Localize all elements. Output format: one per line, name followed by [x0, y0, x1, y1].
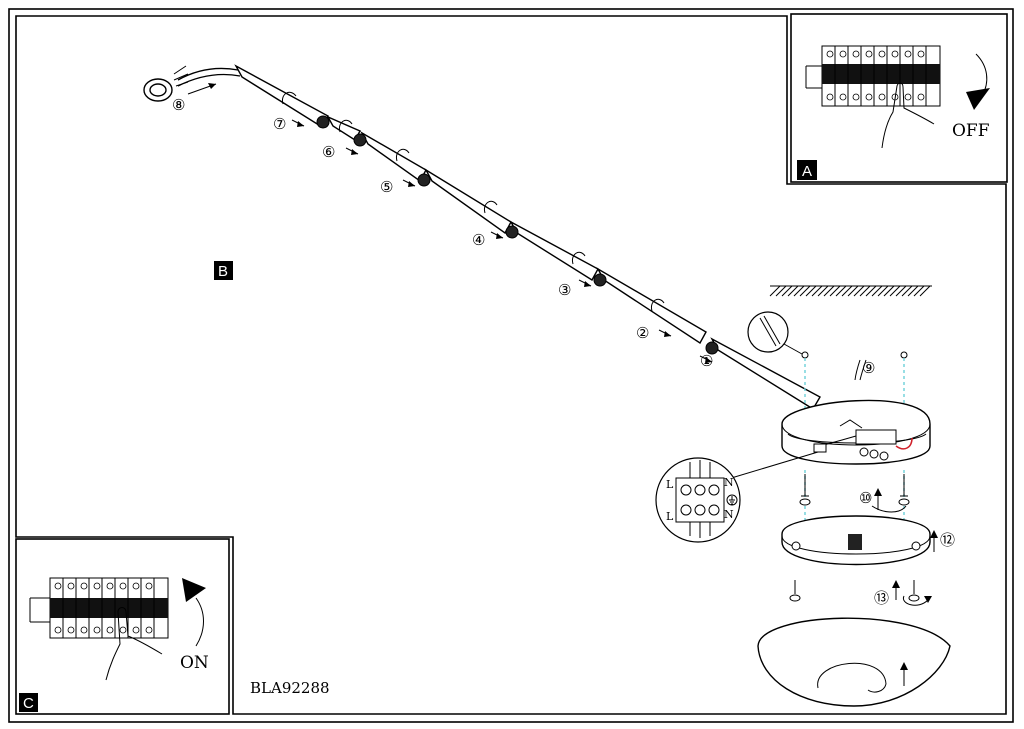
- frames: [8, 8, 1014, 723]
- step-label-4: ④: [472, 231, 485, 249]
- terminal-callout: L L N N: [655, 451, 819, 543]
- step-label-2: ②: [636, 324, 649, 342]
- step-label-12: ⑫: [940, 531, 955, 549]
- panel-a-tag: [797, 160, 817, 180]
- panel-a-tag-label: A: [802, 163, 812, 180]
- step-label-6: ⑥: [322, 143, 335, 161]
- step-label-5: ⑤: [380, 178, 393, 196]
- hand-icon: [881, 82, 935, 149]
- model-number: BLA92288: [250, 679, 330, 697]
- terminal-n-top: N: [724, 476, 734, 489]
- terminal-l-bottom: L: [666, 510, 674, 523]
- switch-on-label: ON: [180, 653, 209, 673]
- terminal-n-bottom: N: [724, 508, 734, 521]
- rotate-arrow-head-icon: [966, 88, 990, 110]
- wall-plug-callout: [747, 311, 908, 359]
- rotate-arrow-head-icon: [182, 578, 206, 602]
- end-cap-icon: [143, 78, 173, 102]
- step-label-7: ⑦: [273, 115, 286, 133]
- mains-wire: [854, 359, 867, 381]
- couplers: [316, 115, 719, 355]
- plate-screws: [789, 580, 920, 602]
- ceiling-hatch: [769, 285, 932, 297]
- canopy: [781, 399, 931, 465]
- glass-shade: [757, 617, 951, 707]
- step-label-10: ⑩: [859, 489, 872, 507]
- tube-segments: [234, 64, 821, 410]
- rotation-arrows: [281, 91, 665, 312]
- mounting-plate: [781, 515, 931, 566]
- breaker-row-off: [805, 45, 941, 107]
- panel-b-tag: [214, 261, 233, 280]
- live-wire: [895, 437, 913, 450]
- panel-c: ON C BLA92288: [19, 577, 330, 712]
- tube-assembly: [143, 64, 821, 410]
- step-label-9: ⑨: [862, 359, 875, 377]
- step-label-1: ①: [700, 352, 713, 370]
- breaker-row-on: [29, 577, 169, 639]
- rotate-arrow-icon: [195, 597, 204, 647]
- wall-plug-icon: [759, 315, 781, 347]
- step-label-3: ③: [558, 281, 571, 299]
- ceiling-screws: [799, 474, 910, 506]
- panel-b-tag-label: B: [218, 263, 228, 280]
- step-label-8: ⑧: [172, 96, 185, 114]
- ground-icon: [726, 494, 738, 506]
- hand-icon: [105, 607, 163, 681]
- panel-a: OFF A: [797, 45, 990, 180]
- panel-c-tag: [19, 693, 38, 712]
- step-label-13: ⑬: [874, 589, 889, 607]
- panel-c-tag-label: C: [23, 695, 34, 712]
- terminal-l-top: L: [666, 478, 674, 491]
- switch-off-label: OFF: [952, 121, 990, 141]
